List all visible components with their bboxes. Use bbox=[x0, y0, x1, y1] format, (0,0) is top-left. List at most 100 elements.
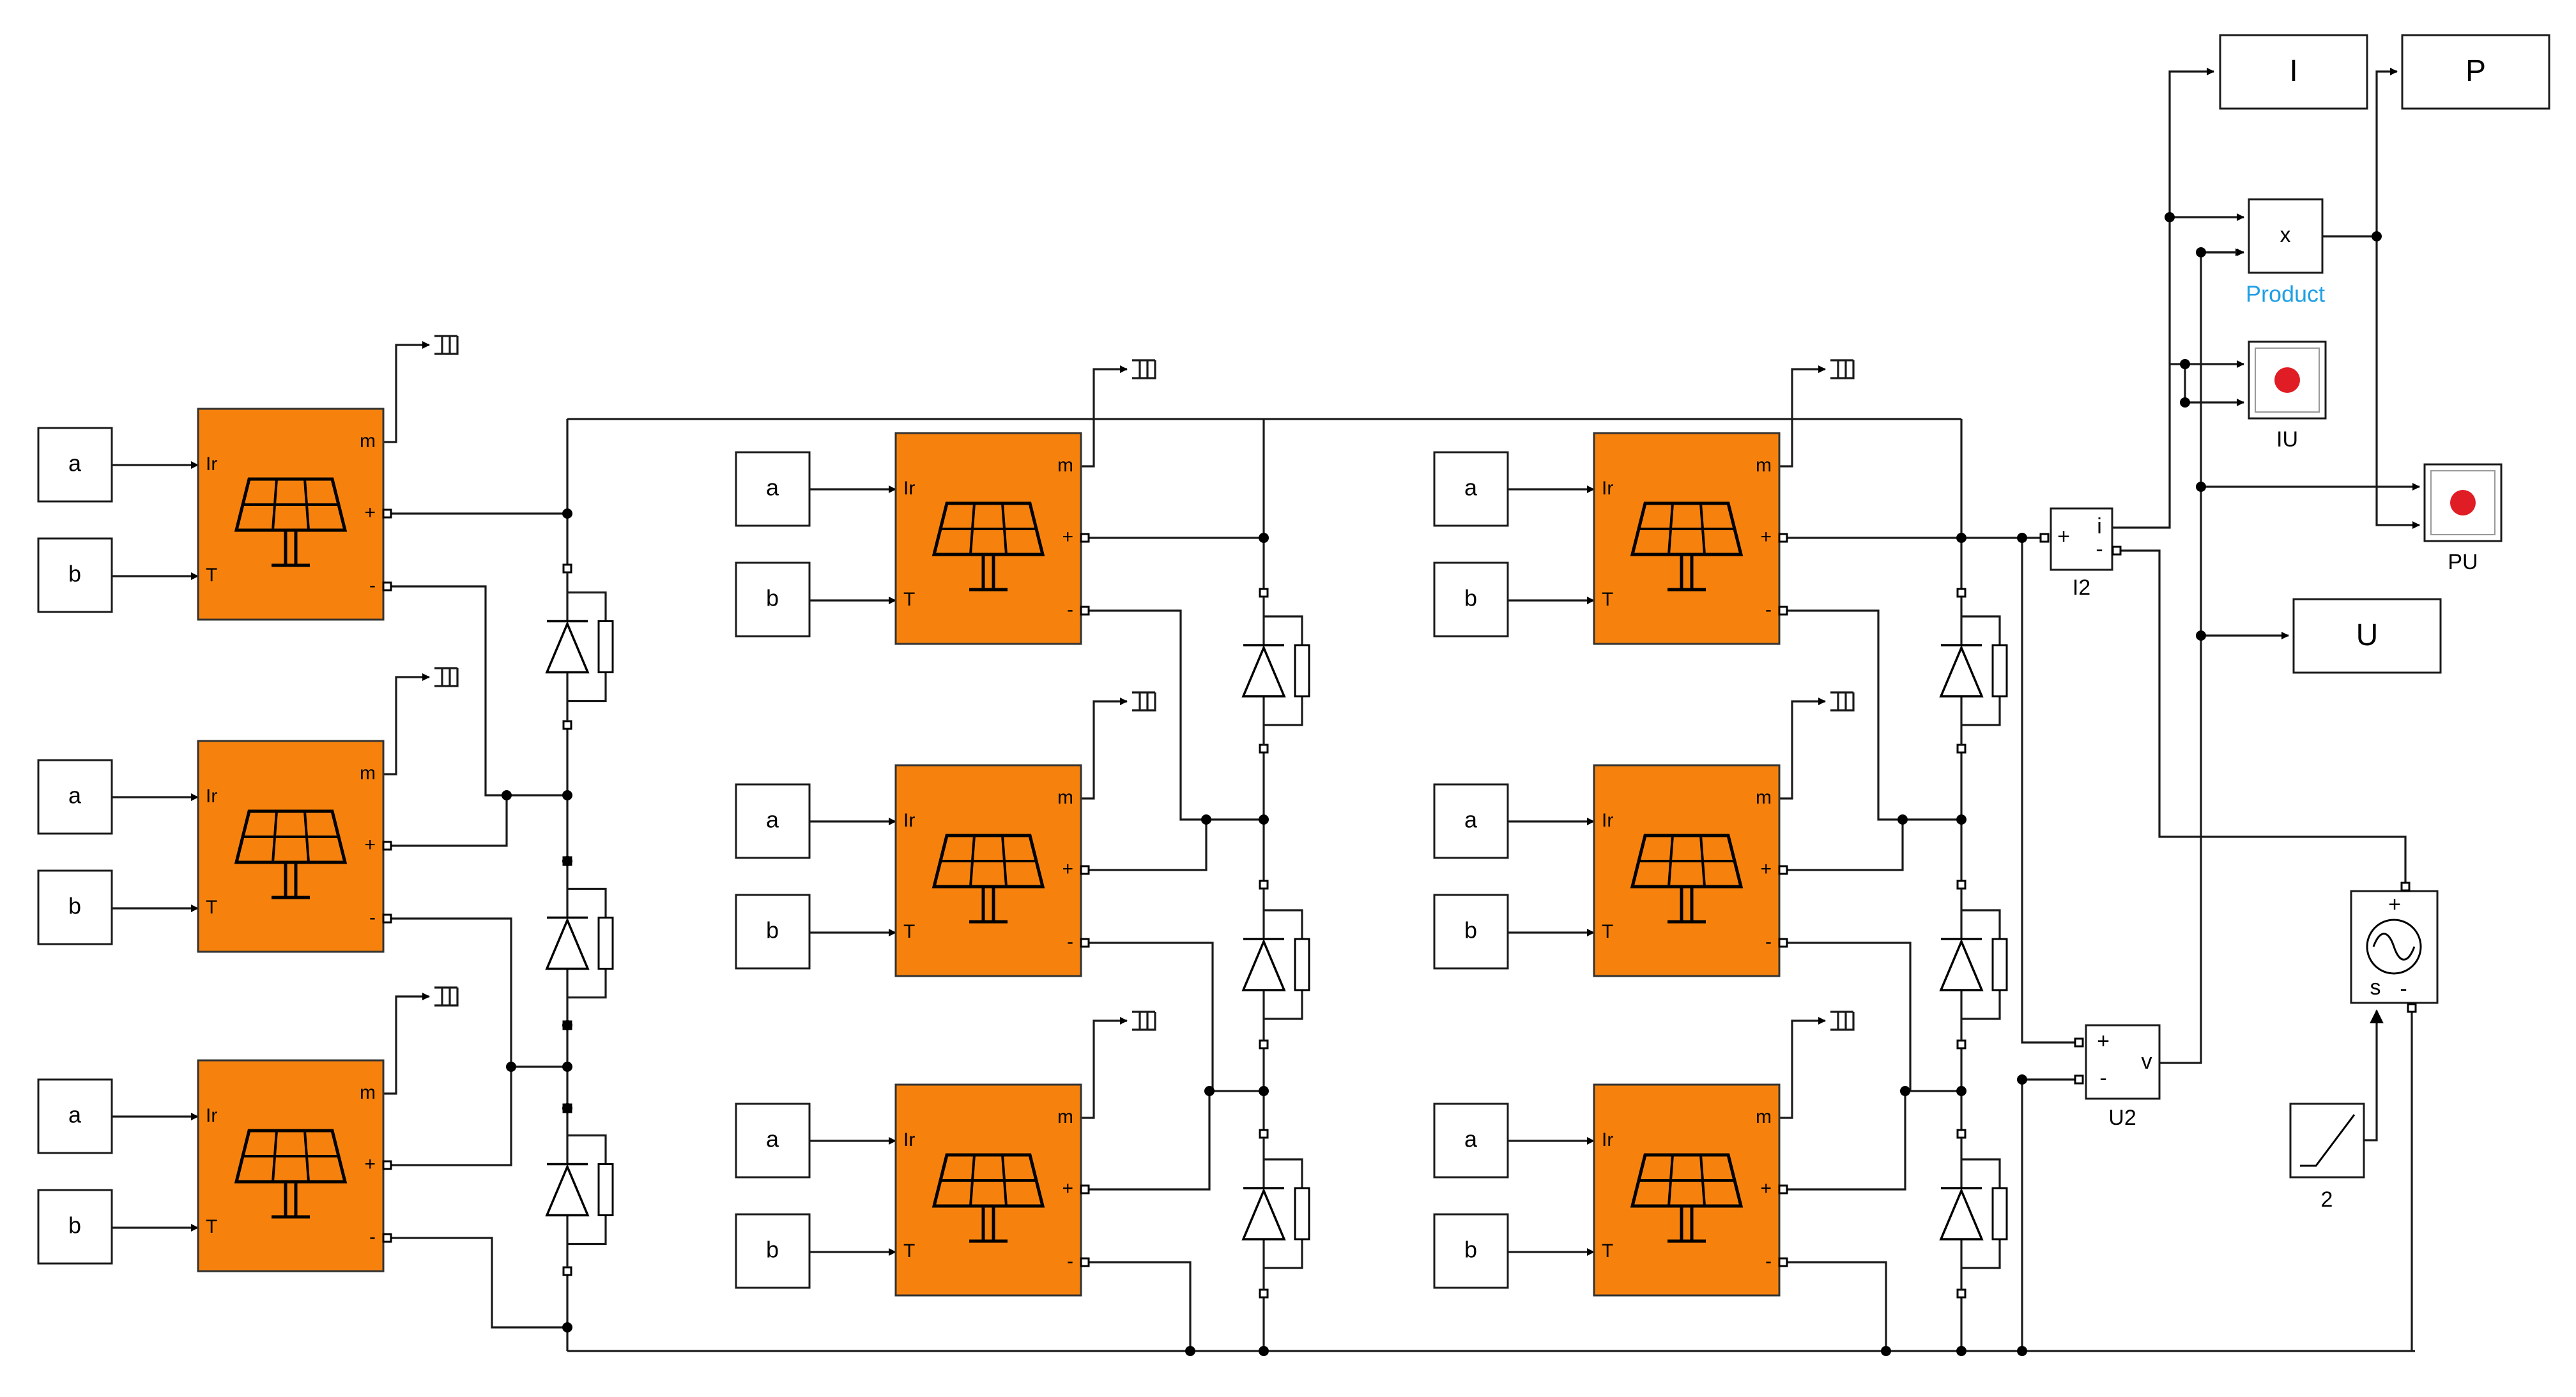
constant-label: a bbox=[68, 782, 82, 809]
bypass-diode-L2[interactable] bbox=[545, 856, 614, 1030]
junction-dot bbox=[2196, 482, 2206, 492]
junction-dot bbox=[562, 790, 572, 800]
ramp-block[interactable]: 2 bbox=[2289, 1103, 2365, 1212]
current-sensor-i2[interactable]: +i-I2 bbox=[2039, 507, 2122, 600]
pv-port-m: m bbox=[1057, 455, 1073, 476]
constant-label: a bbox=[1464, 807, 1478, 833]
terminator-icon[interactable] bbox=[434, 667, 459, 687]
constant-block-a[interactable]: a bbox=[1433, 1103, 1509, 1179]
constant-label: b bbox=[766, 917, 779, 943]
constant-block-a[interactable]: a bbox=[735, 1103, 811, 1179]
solar-panel-icon bbox=[931, 834, 1045, 924]
junction-dot bbox=[562, 856, 572, 866]
constant-block-b[interactable]: b bbox=[1433, 561, 1509, 637]
controlled-voltage-source[interactable]: +-s bbox=[2350, 882, 2439, 1013]
terminator-icon[interactable] bbox=[434, 335, 459, 355]
solar-panel-icon bbox=[931, 501, 1045, 592]
junction-layer bbox=[502, 212, 2382, 1356]
diode-icon bbox=[1241, 645, 1286, 698]
goto-p-label: P bbox=[2465, 54, 2486, 88]
terminator-icon[interactable] bbox=[1830, 359, 1855, 379]
constant-block-b[interactable]: b bbox=[735, 1213, 811, 1289]
solar-panel-icon bbox=[931, 1153, 1045, 1243]
signal-line bbox=[387, 917, 567, 1068]
voltage-sensor-label: U2 bbox=[2108, 1106, 2136, 1130]
pv-port-plus: + bbox=[1062, 526, 1073, 547]
port-marker bbox=[1080, 865, 1090, 875]
terminator-icon[interactable] bbox=[1830, 691, 1855, 712]
constant-block-b[interactable]: b bbox=[37, 1189, 113, 1265]
bypass-diode-L1[interactable] bbox=[545, 563, 614, 730]
goto-u[interactable]: U bbox=[2292, 598, 2442, 674]
constant-block-a[interactable]: a bbox=[37, 759, 113, 835]
source-s: s bbox=[2370, 975, 2381, 1000]
pv-port-t: T bbox=[206, 897, 217, 918]
terminator-icon[interactable] bbox=[1132, 691, 1156, 712]
resistor bbox=[1991, 1187, 2008, 1241]
constant-block-a[interactable]: a bbox=[735, 451, 811, 527]
current-sensor-out: i bbox=[2097, 514, 2102, 538]
bypass-diode-R3[interactable] bbox=[1939, 1129, 2008, 1299]
pv-port-plus: + bbox=[1760, 859, 1772, 880]
terminator-icon[interactable] bbox=[1132, 1011, 1156, 1031]
pv-port-minus: - bbox=[369, 907, 376, 928]
pv-port-t: T bbox=[903, 589, 915, 610]
constant-label: a bbox=[68, 1102, 82, 1128]
constant-block-a[interactable]: a bbox=[1433, 451, 1509, 527]
signal-line bbox=[387, 585, 567, 797]
constant-block-a[interactable]: a bbox=[735, 783, 811, 859]
scope-iu[interactable]: IU bbox=[2248, 340, 2327, 452]
scope-pu[interactable]: PU bbox=[2423, 463, 2503, 574]
port-marker bbox=[382, 1233, 392, 1243]
bypass-diode-R2[interactable] bbox=[1939, 880, 2008, 1050]
goto-i[interactable]: I bbox=[2219, 34, 2368, 110]
constant-block-a[interactable]: a bbox=[37, 1078, 113, 1154]
junction-dot bbox=[1956, 814, 1966, 825]
goto-u-label: U bbox=[2356, 618, 2379, 652]
port-marker bbox=[1778, 1184, 1788, 1195]
bypass-diode-M3[interactable] bbox=[1241, 1129, 1310, 1299]
pv-port-minus: - bbox=[1765, 599, 1772, 620]
port-marker bbox=[382, 581, 392, 592]
junction-dot bbox=[1956, 1346, 1966, 1356]
voltage-sensor-u2[interactable]: +-vU2 bbox=[2074, 1024, 2161, 1130]
port-marker bbox=[1956, 880, 1966, 890]
current-sensor-plus: + bbox=[2057, 524, 2070, 549]
terminator-icon[interactable] bbox=[1132, 359, 1156, 379]
bypass-diode-R1[interactable] bbox=[1939, 588, 2008, 754]
signal-line bbox=[387, 795, 508, 847]
constant-block-b[interactable]: b bbox=[37, 537, 113, 613]
pv-port-ir: Ir bbox=[903, 1129, 915, 1150]
pv-port-m: m bbox=[360, 431, 376, 452]
junction-dot bbox=[2196, 630, 2206, 641]
constant-block-a[interactable]: a bbox=[1433, 783, 1509, 859]
bypass-diode-M2[interactable] bbox=[1241, 880, 1310, 1050]
signal-line bbox=[387, 1237, 567, 1329]
constant-block-b[interactable]: b bbox=[735, 561, 811, 637]
signal-line bbox=[1085, 820, 1208, 871]
constant-block-b[interactable]: b bbox=[1433, 1213, 1509, 1289]
junction-dot bbox=[2180, 359, 2190, 369]
diode-icon bbox=[545, 917, 590, 970]
terminator-icon[interactable] bbox=[434, 986, 459, 1007]
terminator-icon[interactable] bbox=[1830, 1011, 1855, 1031]
pv-port-t: T bbox=[903, 921, 915, 942]
bypass-diode-L3[interactable] bbox=[545, 1103, 614, 1276]
bypass-diode-M1[interactable] bbox=[1241, 588, 1310, 754]
constant-block-b[interactable]: b bbox=[735, 894, 811, 970]
constant-block-b[interactable]: b bbox=[1433, 894, 1509, 970]
source-minus: - bbox=[2400, 977, 2407, 1001]
constant-block-a[interactable]: a bbox=[37, 427, 113, 503]
constant-block-b[interactable]: b bbox=[37, 869, 113, 945]
goto-p[interactable]: P bbox=[2401, 34, 2550, 110]
